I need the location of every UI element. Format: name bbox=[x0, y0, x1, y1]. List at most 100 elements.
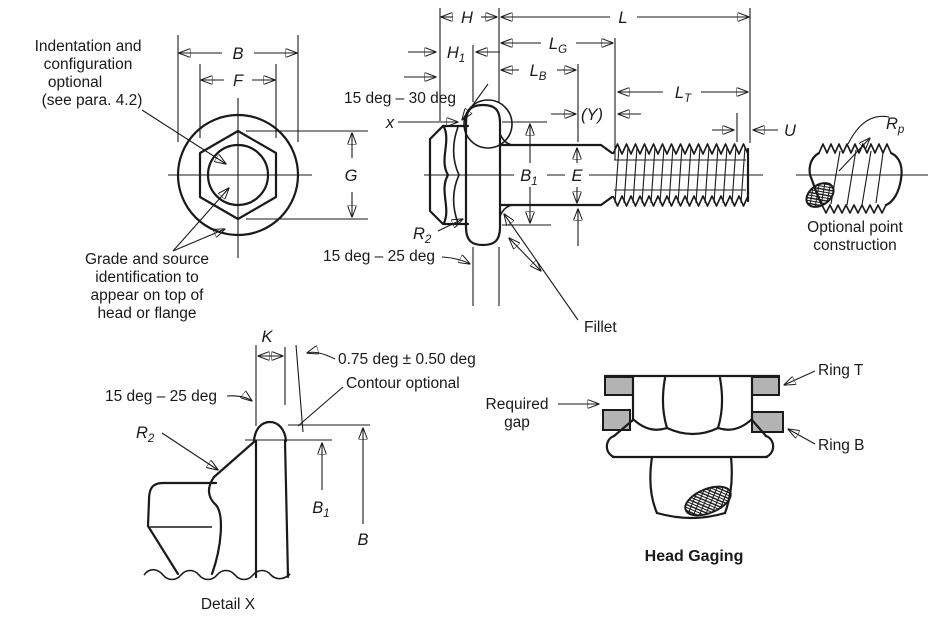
ring-t-right-block bbox=[751, 376, 780, 396]
thread-line bbox=[612, 195, 749, 207]
leader-line bbox=[172, 188, 229, 252]
point-caption-line: Optional point bbox=[807, 219, 903, 236]
note-line: configuration bbox=[44, 56, 133, 73]
dim-Y: (Y) bbox=[551, 106, 641, 124]
outline-path bbox=[498, 143, 614, 155]
note-line: appear on top of bbox=[91, 287, 205, 304]
dim-U: U bbox=[712, 122, 796, 140]
fillet-callout: Fillet bbox=[504, 214, 617, 336]
required-gap-callout: Required gap bbox=[486, 396, 599, 431]
ring-b-label: Ring B bbox=[818, 437, 865, 454]
dim-F: F bbox=[199, 64, 277, 138]
dim-LT: LT bbox=[618, 84, 748, 105]
dim-label-L: L bbox=[618, 9, 627, 27]
gaged-head-outline bbox=[605, 375, 775, 520]
leader-line bbox=[784, 370, 816, 385]
leader-line bbox=[504, 214, 579, 321]
dim-label-E: E bbox=[571, 167, 583, 185]
fillet-arc bbox=[499, 204, 515, 217]
required-gap-line: gap bbox=[504, 414, 530, 431]
break-wavy-line bbox=[143, 568, 291, 581]
note-line: optional bbox=[48, 74, 102, 91]
angle-label-15-25: 15 deg – 25 deg bbox=[105, 388, 217, 405]
flank-line bbox=[875, 152, 884, 204]
detail-indicator-circle bbox=[463, 99, 513, 149]
dim-label-B: B bbox=[357, 531, 368, 549]
thread-line bbox=[821, 204, 887, 214]
rp-callout: Rp bbox=[838, 115, 905, 172]
shank-edge bbox=[723, 455, 733, 515]
ring-b-left-block bbox=[602, 409, 631, 431]
dim-H: H bbox=[441, 9, 497, 27]
ring-t-left-block bbox=[604, 376, 634, 396]
contour-bump bbox=[252, 420, 288, 443]
top-face-slope bbox=[212, 439, 257, 479]
facet-curve bbox=[661, 376, 669, 430]
dim-B1-detail: B1 bbox=[245, 439, 332, 520]
leader-line bbox=[172, 229, 225, 252]
leader-line bbox=[161, 432, 218, 470]
note-line: Indentation and bbox=[35, 38, 142, 55]
dim-B1: B1 bbox=[502, 121, 551, 226]
face-angle-callout: 15 deg – 25 deg bbox=[105, 388, 252, 405]
head-top-view: B F G Indentation and configuration opti… bbox=[35, 35, 368, 322]
shank-edge bbox=[649, 455, 659, 515]
flange-slope bbox=[612, 418, 635, 438]
leader-line bbox=[838, 138, 870, 172]
head-gaging-caption: Head Gaging bbox=[645, 548, 744, 565]
flange-slope bbox=[750, 418, 768, 438]
dim-label-Rp: Rp bbox=[886, 115, 905, 136]
contour-optional-label: Contour optional bbox=[346, 375, 460, 392]
optional-point-view: Rp Optional point construction bbox=[796, 115, 928, 254]
head-left-outline bbox=[146, 481, 180, 576]
radius-arc bbox=[847, 115, 890, 145]
dim-label-B1: B1 bbox=[312, 499, 329, 520]
facet-scallop bbox=[716, 417, 754, 431]
ring-b-right-block bbox=[751, 411, 784, 433]
leader-line bbox=[297, 386, 344, 427]
dim-label-LG: LG bbox=[549, 35, 567, 56]
fillet-label: Fillet bbox=[584, 319, 617, 336]
extension-lines bbox=[439, 8, 751, 306]
dim-label-B: B bbox=[232, 45, 243, 63]
x-callout: x bbox=[385, 114, 458, 132]
contour-note-callout: Contour optional bbox=[297, 375, 460, 427]
outline-path bbox=[884, 151, 903, 207]
dim-label-F: F bbox=[233, 72, 244, 90]
dim-label-LT: LT bbox=[675, 84, 692, 105]
dim-label-H: H bbox=[461, 9, 473, 27]
shank-bottom bbox=[655, 511, 727, 520]
note-line: (see para. 4.2) bbox=[42, 92, 143, 109]
dim-G: G bbox=[246, 130, 368, 220]
angle-callout-bottom: 15 deg – 25 deg bbox=[323, 238, 541, 271]
dim-L: L bbox=[501, 9, 749, 27]
leader-line bbox=[307, 352, 336, 360]
indentation-note: Indentation and configuration optional (… bbox=[35, 38, 226, 164]
flank-line bbox=[846, 149, 857, 206]
angle-pointer-line bbox=[509, 238, 541, 271]
dim-label-G: G bbox=[345, 167, 358, 185]
bolt-side-view: H L H1 LG LB LT bbox=[323, 8, 796, 336]
fillet-arc bbox=[499, 133, 515, 146]
thread-line bbox=[612, 143, 749, 155]
dim-label-H1: H1 bbox=[447, 44, 465, 65]
facet-curve bbox=[716, 376, 724, 430]
dim-LG: LG bbox=[501, 35, 613, 56]
flange-cap bbox=[605, 434, 616, 459]
dim-B: B bbox=[177, 35, 299, 142]
ring-b-callout: Ring B bbox=[788, 429, 865, 454]
dim-H1: H1 bbox=[404, 44, 500, 77]
fillet-curve bbox=[207, 475, 223, 576]
grade-note: Grade and source identification to appea… bbox=[85, 188, 229, 322]
dim-label-U: U bbox=[784, 122, 796, 140]
dim-label-R2: R2 bbox=[136, 424, 155, 445]
required-gap-line: Required bbox=[486, 396, 549, 413]
tilted-reference-line bbox=[295, 344, 304, 433]
note-line: Grade and source bbox=[85, 251, 209, 268]
leader-line bbox=[788, 429, 816, 445]
flange-edge-right bbox=[283, 439, 290, 579]
flank-line bbox=[861, 150, 872, 206]
note-line: identification to bbox=[95, 269, 198, 286]
